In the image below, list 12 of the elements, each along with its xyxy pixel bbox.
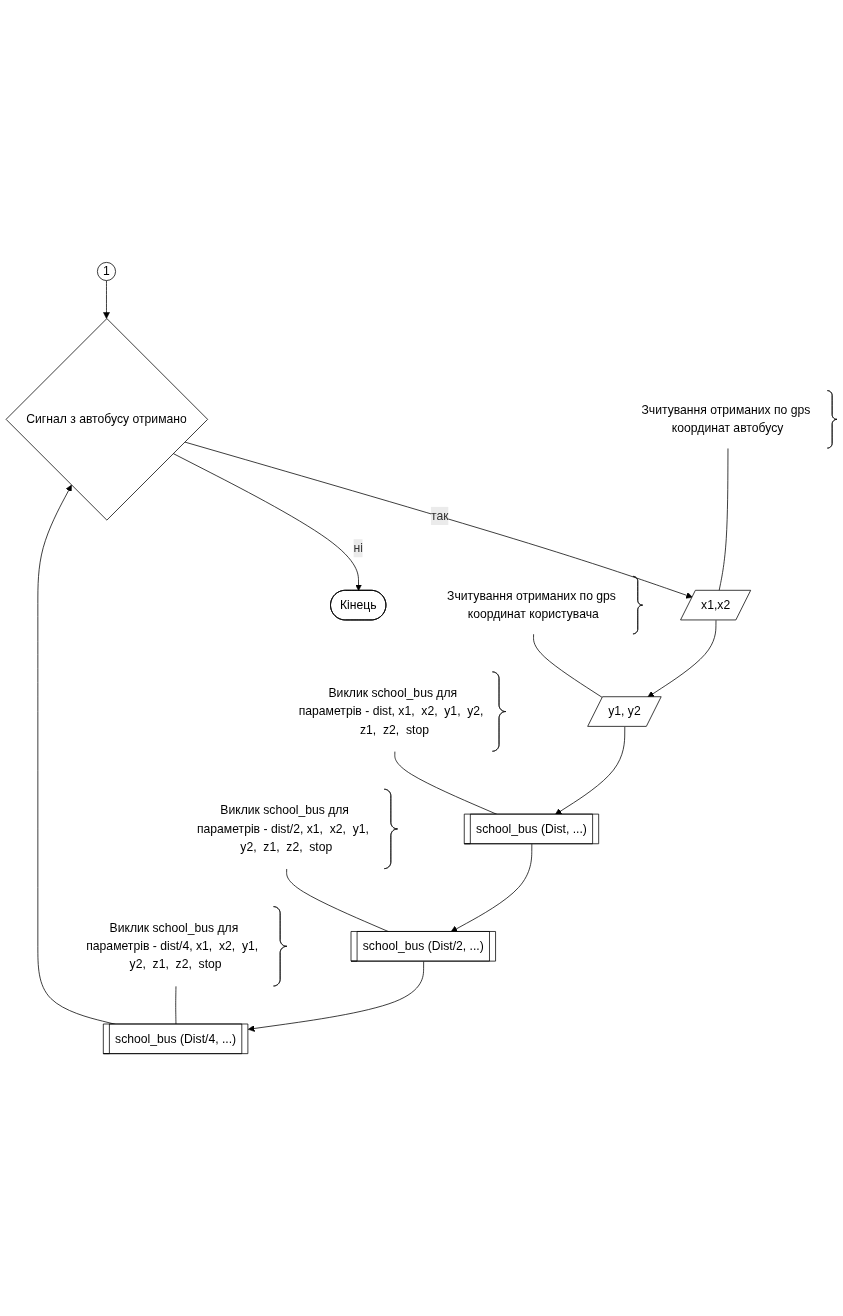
node-text: Виклик school_bus для параметрів - dist/2, x1, x2, y1, y2, z1, z2, stop (196, 803, 369, 854)
connector (533, 633, 603, 699)
node-text: Виклик school_bus для параметрів - dist, x1, x2, y1, y2, z1, z2, stop (298, 686, 484, 736)
connector (718, 448, 729, 592)
edge-label: так (430, 509, 449, 523)
edge-label: ні (353, 541, 363, 555)
node-text: Зчитування отриманих по gps координат користувача (447, 589, 616, 621)
node-text: Виклик school_bus для параметрів - dist/4, x1, x2, y1, y2, z1, z2, stop (86, 921, 259, 971)
connector (175, 986, 177, 1025)
node-text: Зчитування отриманих по gps координат автобусу (641, 403, 811, 435)
node-circle: 1 (97, 262, 116, 281)
node-diamond: Сигнал з автобусу отримано (5, 318, 208, 521)
